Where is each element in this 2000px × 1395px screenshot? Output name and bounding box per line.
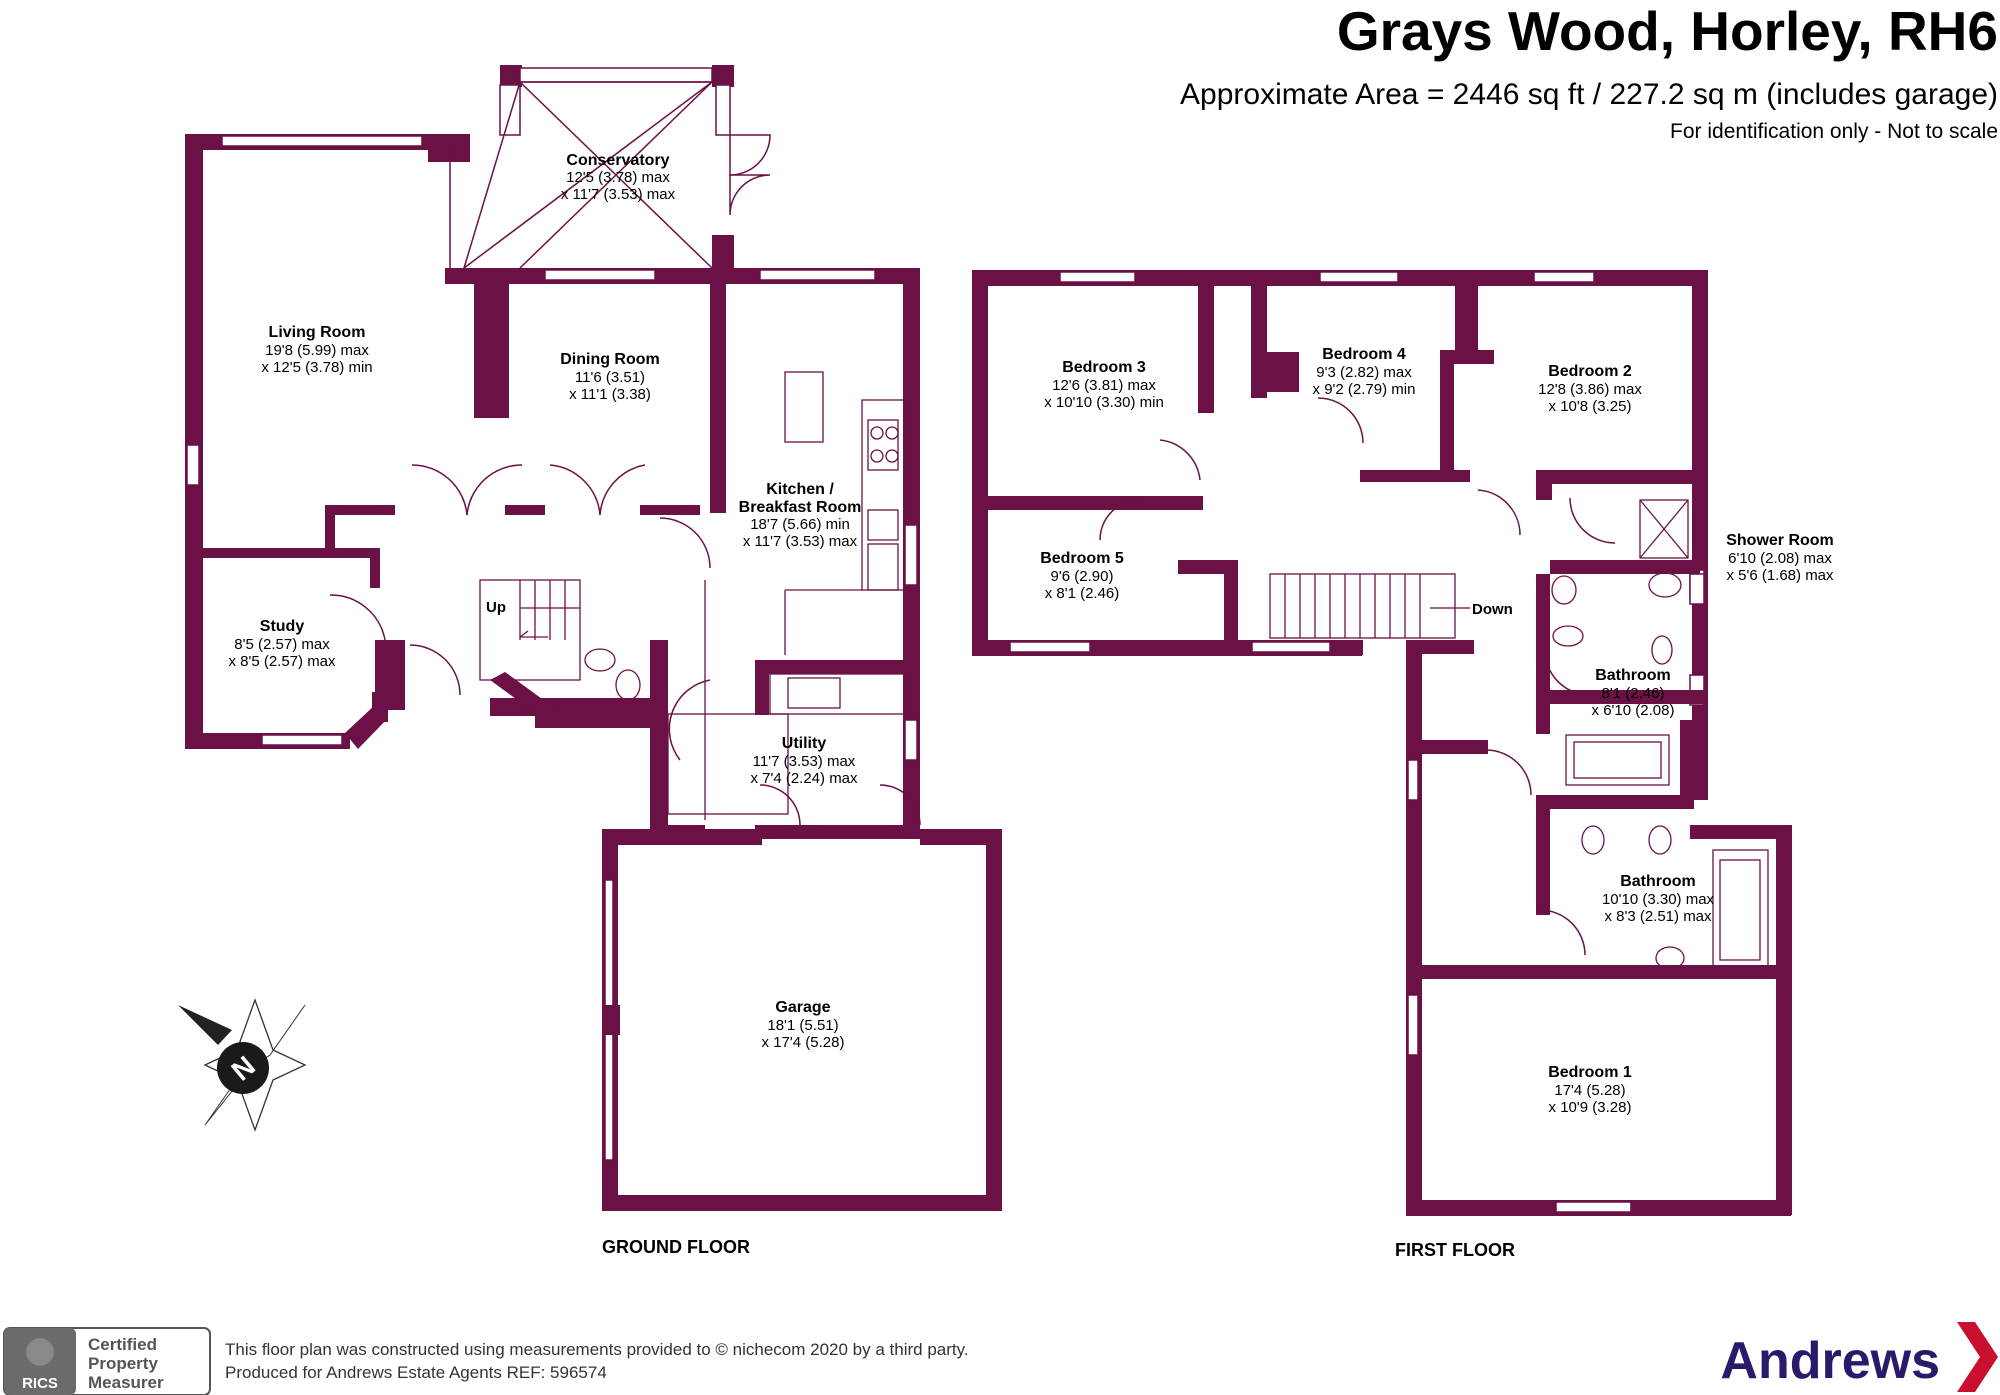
svg-text:x 11'7 (3.53) max: x 11'7 (3.53) max <box>561 186 676 203</box>
svg-text:9'3 (2.82) max: 9'3 (2.82) max <box>1316 364 1412 381</box>
room-label-shower-room: Shower Room 6'10 (2.08) max x 5'6 (1.68)… <box>1726 532 1834 584</box>
room-label-utility: Utility 11'7 (3.53) max x 7'4 (2.24) max <box>750 735 858 787</box>
room-label-study: Study 8'5 (2.57) max x 8'5 (2.57) max <box>228 618 336 670</box>
area-summary: Approximate Area = 2446 sq ft / 227.2 sq… <box>1180 78 1998 111</box>
rics-crest-icon <box>26 1338 54 1366</box>
ground-floor-label: GROUND FLOOR <box>602 1237 750 1257</box>
ground-stairs: Up <box>479 579 581 681</box>
disclaimer-line-2: Produced for Andrews Estate Agents REF: … <box>225 1363 607 1382</box>
andrews-logo: Andrews <box>1720 1322 1998 1392</box>
badge-line-2: Property <box>88 1354 158 1373</box>
room-label-bedroom-4: Bedroom 4 9'3 (2.82) max x 9'2 (2.79) mi… <box>1313 346 1416 398</box>
svg-text:x 12'5 (3.78) min: x 12'5 (3.78) min <box>261 359 372 376</box>
room-label-bedroom-3: Bedroom 3 12'6 (3.81) max x 10'10 (3.30)… <box>1044 359 1164 411</box>
svg-text:x 9'2 (2.79) min: x 9'2 (2.79) min <box>1313 381 1416 398</box>
svg-text:Bedroom 4: Bedroom 4 <box>1322 346 1406 363</box>
room-label-bedroom-5: Bedroom 5 9'6 (2.90) x 8'1 (2.46) <box>1040 550 1124 602</box>
svg-text:Kitchen /: Kitchen / <box>766 481 834 498</box>
svg-text:12'6 (3.81) max: 12'6 (3.81) max <box>1052 377 1156 394</box>
svg-text:Bathroom: Bathroom <box>1595 667 1671 684</box>
svg-text:Conservatory: Conservatory <box>566 152 669 169</box>
svg-text:x 10'8 (3.25): x 10'8 (3.25) <box>1549 398 1632 415</box>
first-floor-plan: Down <box>972 270 1834 1260</box>
svg-text:Bedroom 1: Bedroom 1 <box>1548 1064 1632 1081</box>
svg-text:12'5 (3.78) max: 12'5 (3.78) max <box>566 169 670 186</box>
svg-text:Utility: Utility <box>782 735 827 752</box>
svg-text:x 10'10 (3.30) min: x 10'10 (3.30) min <box>1044 394 1164 411</box>
rics-org-label: RICS <box>22 1375 58 1392</box>
svg-text:Dining Room: Dining Room <box>560 351 660 368</box>
svg-text:x 8'3 (2.51) max: x 8'3 (2.51) max <box>1604 908 1712 925</box>
room-label-bathroom-1: Bathroom 8'1 (2.46) x 6'10 (2.08) <box>1592 667 1675 719</box>
svg-text:x 11'7 (3.53) max: x 11'7 (3.53) max <box>743 533 858 550</box>
page-title: Grays Wood, Horley, RH6 <box>1337 0 1998 62</box>
svg-text:x 5'6 (1.68) max: x 5'6 (1.68) max <box>1726 567 1834 584</box>
first-floor-label: FIRST FLOOR <box>1395 1240 1515 1260</box>
svg-text:11'6 (3.51): 11'6 (3.51) <box>575 369 645 386</box>
svg-text:Living Room: Living Room <box>269 324 366 341</box>
room-label-conservatory: Conservatory 12'5 (3.78) max x 11'7 (3.5… <box>561 152 676 203</box>
svg-text:8'5 (2.57) max: 8'5 (2.57) max <box>234 636 330 653</box>
room-label-dining-room: Dining Room 11'6 (3.51) x 11'1 (3.38) <box>560 351 660 403</box>
svg-text:x 8'5 (2.57) max: x 8'5 (2.57) max <box>228 653 336 670</box>
svg-text:x 7'4 (2.24) max: x 7'4 (2.24) max <box>750 770 858 787</box>
badge-line-3: Measurer <box>88 1373 164 1392</box>
badge-line-1: Certified <box>88 1335 157 1354</box>
disclaimer-line-1: This floor plan was constructed using me… <box>225 1340 969 1359</box>
svg-text:17'4 (5.28): 17'4 (5.28) <box>1554 1082 1625 1099</box>
stairs-up-label: Up <box>486 599 506 616</box>
svg-text:18'7 (5.66) min: 18'7 (5.66) min <box>750 516 850 533</box>
room-label-bedroom-1: Bedroom 1 17'4 (5.28) x 10'9 (3.28) <box>1548 1064 1632 1116</box>
scale-note: For identification only - Not to scale <box>1670 120 1998 143</box>
svg-text:x 11'1 (3.38): x 11'1 (3.38) <box>569 386 651 403</box>
ground-floor-plan: Up <box>178 65 1002 1257</box>
room-label-kitchen: Kitchen / Breakfast Room 18'7 (5.66) min… <box>739 481 862 550</box>
room-label-garage: Garage 18'1 (5.51) x 17'4 (5.28) <box>762 999 845 1051</box>
svg-text:x 8'1 (2.46): x 8'1 (2.46) <box>1045 585 1120 602</box>
svg-text:9'6 (2.90): 9'6 (2.90) <box>1051 568 1114 585</box>
chevron-right-icon <box>1957 1322 1998 1392</box>
north-arrow-icon: N <box>178 998 307 1132</box>
svg-text:x 6'10 (2.08): x 6'10 (2.08) <box>1592 702 1675 719</box>
room-label-living-room: Living Room 19'8 (5.99) max x 12'5 (3.78… <box>261 324 372 376</box>
svg-text:11'7 (3.53) max: 11'7 (3.53) max <box>753 753 856 770</box>
svg-text:x 10'9 (3.28): x 10'9 (3.28) <box>1549 1099 1632 1116</box>
svg-text:18'1 (5.51): 18'1 (5.51) <box>767 1017 838 1034</box>
svg-text:12'8 (3.86) max: 12'8 (3.86) max <box>1538 381 1642 398</box>
svg-text:Shower Room: Shower Room <box>1726 532 1834 549</box>
svg-text:Breakfast Room: Breakfast Room <box>739 499 862 516</box>
stairs-down-label: Down <box>1472 601 1513 618</box>
svg-text:Garage: Garage <box>775 999 830 1016</box>
svg-text:Bathroom: Bathroom <box>1620 873 1696 890</box>
svg-text:8'1 (2.46): 8'1 (2.46) <box>1602 685 1665 702</box>
room-label-bedroom-2: Bedroom 2 12'8 (3.86) max x 10'8 (3.25) <box>1538 363 1642 415</box>
svg-text:Bedroom 3: Bedroom 3 <box>1062 359 1146 376</box>
brand-name: Andrews <box>1720 1332 1940 1390</box>
svg-text:x 17'4 (5.28): x 17'4 (5.28) <box>762 1034 845 1051</box>
svg-text:10'10 (3.30) max: 10'10 (3.30) max <box>1602 891 1715 908</box>
rics-badge: RICS Certified Property Measurer <box>3 1327 211 1395</box>
room-label-bathroom-2: Bathroom 10'10 (3.30) max x 8'3 (2.51) m… <box>1602 873 1715 925</box>
svg-text:Study: Study <box>260 618 305 635</box>
svg-text:Bedroom 2: Bedroom 2 <box>1548 363 1632 380</box>
svg-text:6'10 (2.08) max: 6'10 (2.08) max <box>1728 550 1832 567</box>
first-floor-stairs: Down <box>1269 573 1513 639</box>
svg-text:Bedroom 5: Bedroom 5 <box>1040 550 1124 567</box>
svg-text:19'8 (5.99) max: 19'8 (5.99) max <box>265 342 369 359</box>
